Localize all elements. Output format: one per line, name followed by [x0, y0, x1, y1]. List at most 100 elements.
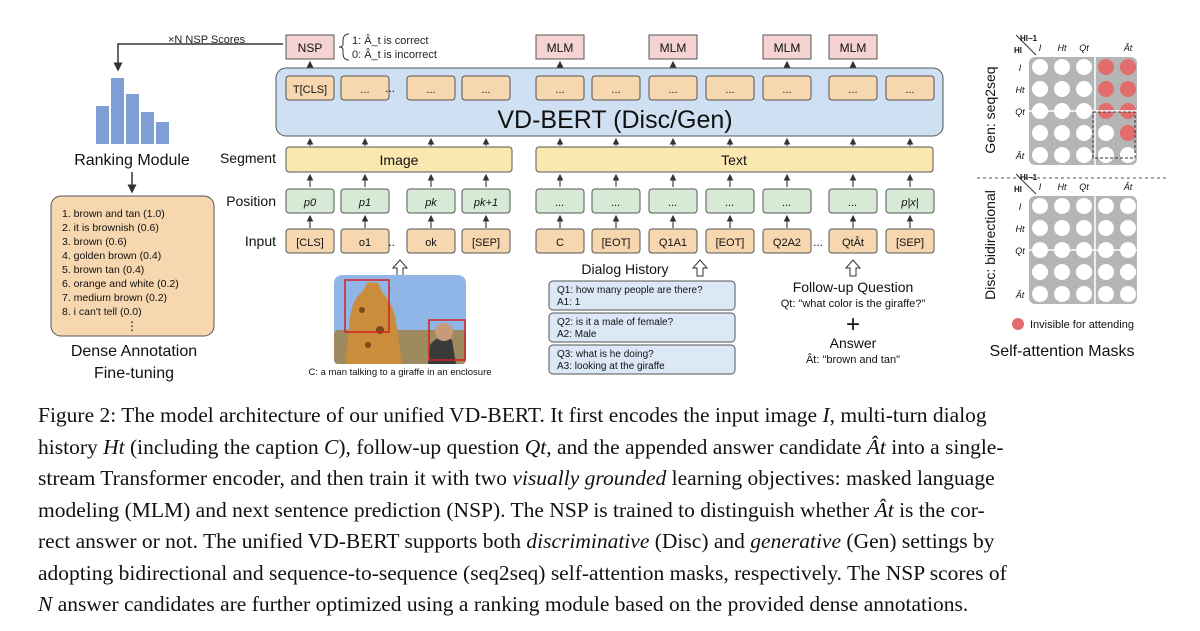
dialog-up-arrow-icon: [691, 259, 709, 277]
mlm-head: [648, 34, 698, 60]
dense-item: 4. golden brown (0.4): [62, 250, 161, 262]
dense-annotation-list: 1. brown and tan (1.0) 2. it is brownish…: [62, 208, 179, 318]
position-token-label: ...: [782, 197, 791, 209]
mask-row-label: Ht: [1016, 85, 1025, 95]
ranking-bar: [141, 112, 154, 144]
output-token-label: ...: [725, 84, 734, 96]
mlm-head-label: MLM: [547, 41, 574, 55]
mask-cell-visible: [1120, 147, 1136, 163]
position-token: [535, 188, 585, 214]
architecture-figure: ×N NSP Scores Ranking Module 1. brown an…: [50, 33, 1167, 382]
input-token: [885, 228, 935, 254]
output-token-label: T[CLS]: [293, 84, 327, 96]
segment-text-label: Text: [721, 152, 747, 168]
followup-title: Follow-up Question: [793, 279, 914, 295]
mask-cell-visible: [1120, 198, 1136, 214]
mask-cell-visible: [1054, 198, 1070, 214]
output-token: [535, 75, 585, 101]
mask-cell-visible: [1076, 125, 1092, 141]
mask-cell-visible: [1076, 198, 1092, 214]
output-token-label: ...: [555, 84, 564, 96]
dialog-box-3: [548, 344, 736, 375]
dense-annotation-title: Dense Annotation: [71, 343, 197, 360]
output-token: [648, 75, 698, 101]
ranking-bar: [111, 78, 124, 144]
dialog-q2: Q2: is it a male of female?: [557, 317, 674, 328]
dialog-q3: Q3: what is he doing?: [557, 349, 654, 360]
mask-cell-visible: [1076, 81, 1092, 97]
output-token: [885, 75, 935, 101]
output-token-label: ...: [668, 84, 677, 96]
mask-prev-layer-label: Hl−1: [1020, 34, 1038, 43]
mask-cell-visible: [1032, 147, 1048, 163]
mask-row-label: Ât: [1015, 151, 1025, 161]
caption-line-3: stream Transformer encoder, and then tra…: [38, 466, 995, 490]
mask-cell-visible: [1098, 220, 1114, 236]
ranking-bars: [96, 78, 169, 144]
dense-item: 8. i can't tell (0.0): [62, 306, 142, 318]
mask-cell-visible: [1076, 147, 1092, 163]
mask-col-label: Ât: [1123, 43, 1133, 53]
output-token-label: ...: [611, 84, 620, 96]
mask-cell-visible: [1076, 264, 1092, 280]
mask-cell-invisible: [1120, 81, 1136, 97]
mask-cell-visible: [1076, 220, 1092, 236]
position-row-label: Position: [226, 193, 276, 209]
mask-row-label: I: [1019, 202, 1022, 212]
mlm-head: [828, 34, 878, 60]
vd-bert-title: VD-BERT (Disc/Gen): [497, 106, 732, 134]
figure-caption: Figure 2: The model architecture of our …: [38, 400, 1188, 621]
output-token: [762, 75, 812, 101]
image-caption: C: a man talking to a giraffe in an encl…: [308, 367, 491, 378]
mask-cell-visible: [1076, 286, 1092, 302]
position-token-label: ...: [725, 197, 734, 209]
mask-cell-visible: [1054, 286, 1070, 302]
legend-invisible-label: Invisible for attending: [1030, 319, 1134, 331]
mask-row-label: Qt: [1015, 246, 1025, 256]
mask-row-label: Ât: [1015, 290, 1025, 300]
mask-header-diagonal: [1015, 34, 1037, 56]
position-token: [648, 188, 698, 214]
position-token-label: ...: [848, 197, 857, 209]
dense-item: 7. medium brown (0.2): [62, 292, 167, 304]
output-token: [340, 75, 390, 101]
caption-line-1: Figure 2: The model architecture of our …: [38, 403, 987, 427]
output-token: [406, 75, 456, 101]
mask-layer-label: Hl: [1014, 46, 1022, 55]
nsp-brace-icon: [338, 33, 350, 61]
mask-col-label: Qt: [1079, 182, 1089, 192]
nsp-head: [285, 34, 335, 60]
mask-cell-visible: [1076, 59, 1092, 75]
input-token: [285, 228, 335, 254]
caption-line-6: adopting bidirectional and sequence-to-s…: [38, 560, 1007, 585]
mask-col-label: I: [1039, 43, 1042, 53]
input-token: [762, 228, 812, 254]
dense-item: 2. it is brownish (0.6): [62, 222, 159, 234]
input-token-label: [CLS]: [296, 237, 324, 249]
output-token-row: T[CLS]..................................…: [285, 75, 935, 249]
position-token-label: pk: [424, 197, 437, 209]
position-token: [406, 188, 456, 214]
input-token-label: [SEP]: [896, 237, 924, 249]
mask-cell-visible: [1032, 264, 1048, 280]
mask-col-label: Qt: [1079, 43, 1089, 53]
dialog-box-2: [548, 312, 736, 343]
position-token-label: p0: [303, 197, 317, 209]
mask-row-label: Qt: [1015, 107, 1025, 117]
mask-cell-visible: [1120, 220, 1136, 236]
followup-question: Qt: "what color is the giraffe?": [781, 298, 926, 310]
position-token-label: p1: [358, 197, 371, 209]
dense-item: 3. brown (0.6): [62, 236, 127, 248]
mask-cell-visible: [1054, 81, 1070, 97]
caption-line-7: N answer candidates are further optimize…: [38, 592, 969, 616]
output-token-label: ...: [426, 84, 435, 96]
input-token-label: QtÂt: [842, 236, 864, 249]
gap-ellipsis: ...: [385, 81, 395, 95]
position-token-label: ...: [611, 197, 620, 209]
dense-item: 6. orange and white (0.2): [62, 278, 179, 290]
mlm-head-label: MLM: [660, 41, 687, 55]
ranking-bar: [96, 106, 109, 144]
segment-image-label: Image: [380, 152, 419, 168]
mask-row-label: I: [1019, 63, 1022, 73]
